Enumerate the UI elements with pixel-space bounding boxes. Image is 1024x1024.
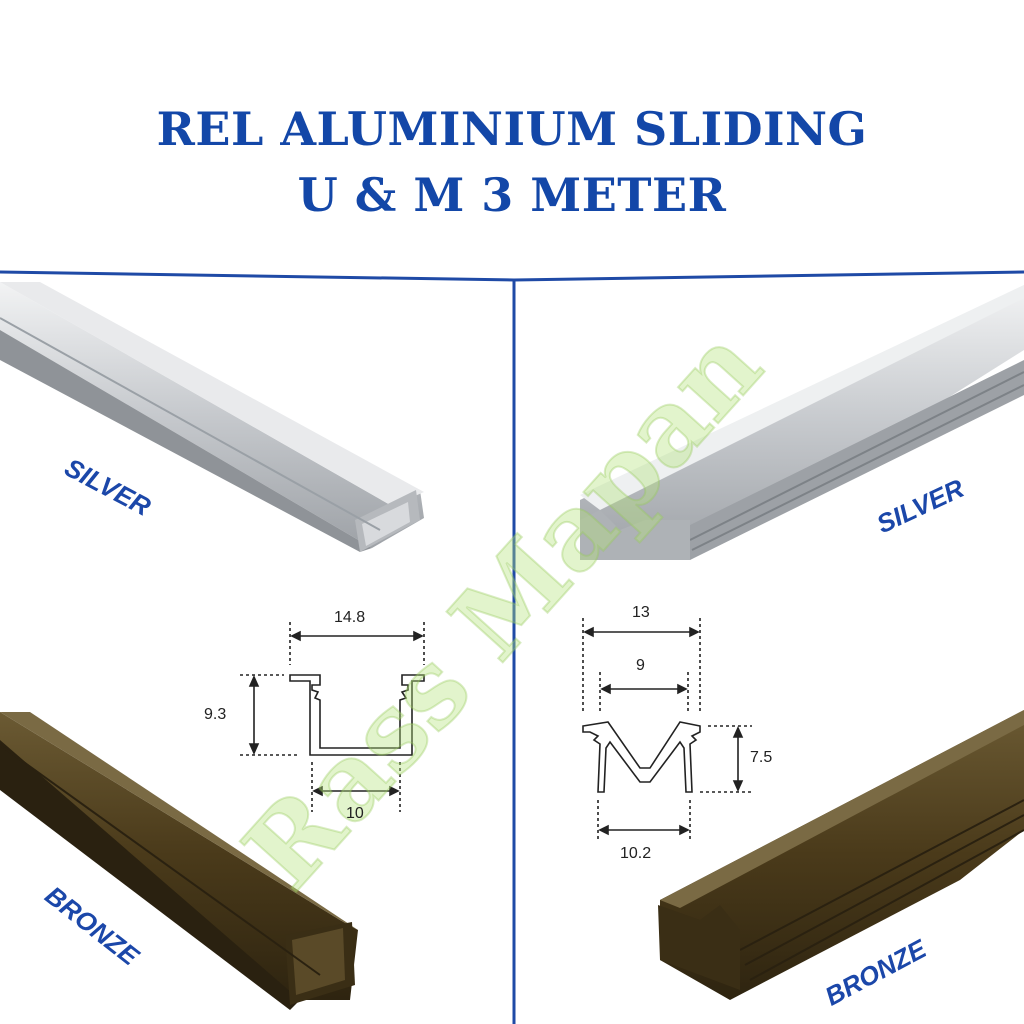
u-profile-diagram xyxy=(240,622,425,812)
u-inner-width-label: 10 xyxy=(346,805,364,822)
u-height-label: 9.3 xyxy=(204,706,227,723)
m-height-label: 7.5 xyxy=(750,749,773,766)
page-title-line-2: U & M 3 METER xyxy=(297,168,727,222)
u-rail-silver-image xyxy=(0,282,424,552)
m-profile-diagram xyxy=(582,618,752,840)
m-inner-width-label: 9 xyxy=(636,657,645,674)
m-bottom-width-label: 10.2 xyxy=(620,845,652,862)
u-top-width-label: 14.8 xyxy=(334,609,366,626)
m-rail-silver-image xyxy=(580,285,1024,560)
u-rail-bronze-image xyxy=(0,712,358,1010)
m-rail-bronze-image xyxy=(658,710,1024,1000)
panel-dividers xyxy=(0,270,1024,1024)
page-title-line-1: REL ALUMINIUM SLIDING xyxy=(156,102,868,156)
m-outer-width-label: 13 xyxy=(632,604,650,621)
